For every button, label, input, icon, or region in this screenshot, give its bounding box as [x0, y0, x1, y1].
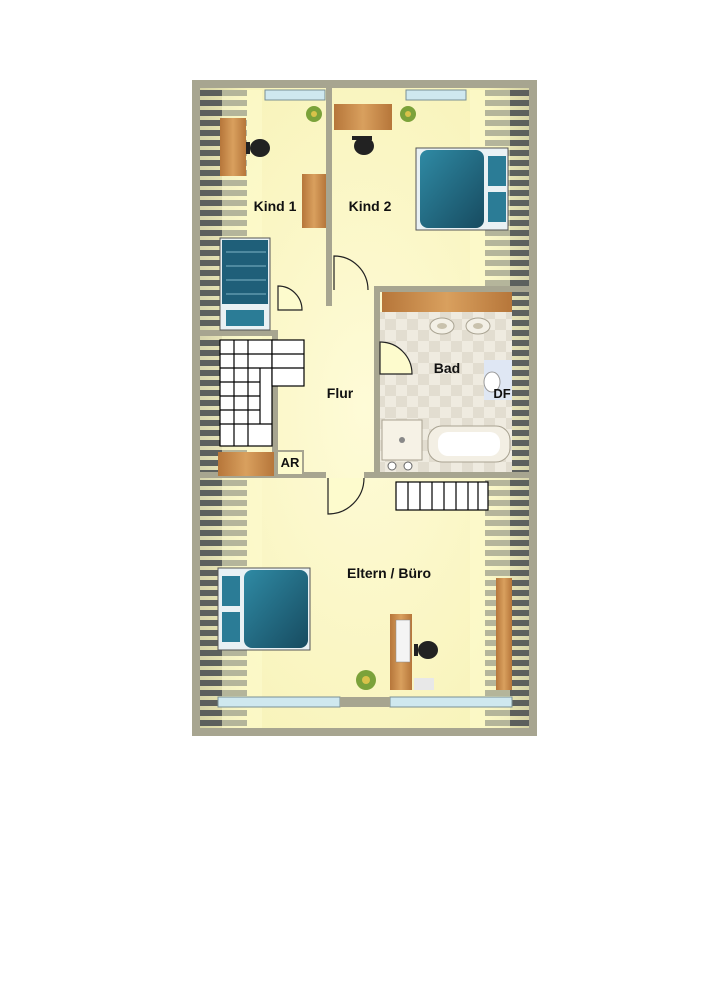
- room-label-kind2: Kind 2: [349, 198, 392, 214]
- room-label-eltern: Eltern / Büro: [347, 565, 431, 581]
- wardrobe: [382, 292, 512, 312]
- bed-icon: [415, 147, 509, 231]
- sink-icon: [429, 317, 455, 335]
- outer-walls: [192, 80, 537, 736]
- shower-icon: [381, 419, 423, 461]
- window: [389, 696, 513, 708]
- room-label-flur: Flur: [327, 385, 354, 401]
- door: [277, 255, 413, 515]
- room-label-bad: Bad: [434, 360, 460, 376]
- bathroom: [380, 312, 512, 472]
- stairs-icon: [219, 339, 305, 447]
- office-chair-icon: [352, 136, 374, 155]
- room-label-kind1: Kind 1: [254, 198, 297, 214]
- window: [264, 89, 326, 101]
- window: [405, 89, 467, 101]
- wardrobe: [220, 118, 246, 176]
- bathtub-icon: [427, 425, 511, 463]
- bed-icon: [217, 567, 311, 651]
- room-label-df: DF: [493, 386, 510, 401]
- office-chair-icon: [246, 139, 270, 157]
- bed-icon: [219, 237, 271, 331]
- wardrobe: [218, 452, 274, 476]
- office-chair-icon: [414, 641, 438, 659]
- desk-icon: [334, 104, 392, 130]
- sink-icon: [465, 317, 491, 335]
- plant-icon: [400, 106, 416, 122]
- plant-icon: [356, 670, 376, 690]
- shelf: [496, 578, 512, 690]
- room-label-ar: AR: [281, 455, 300, 470]
- window: [217, 696, 341, 708]
- stairs-icon: [395, 481, 489, 511]
- plant-icon: [306, 106, 322, 122]
- wardrobe: [302, 174, 326, 228]
